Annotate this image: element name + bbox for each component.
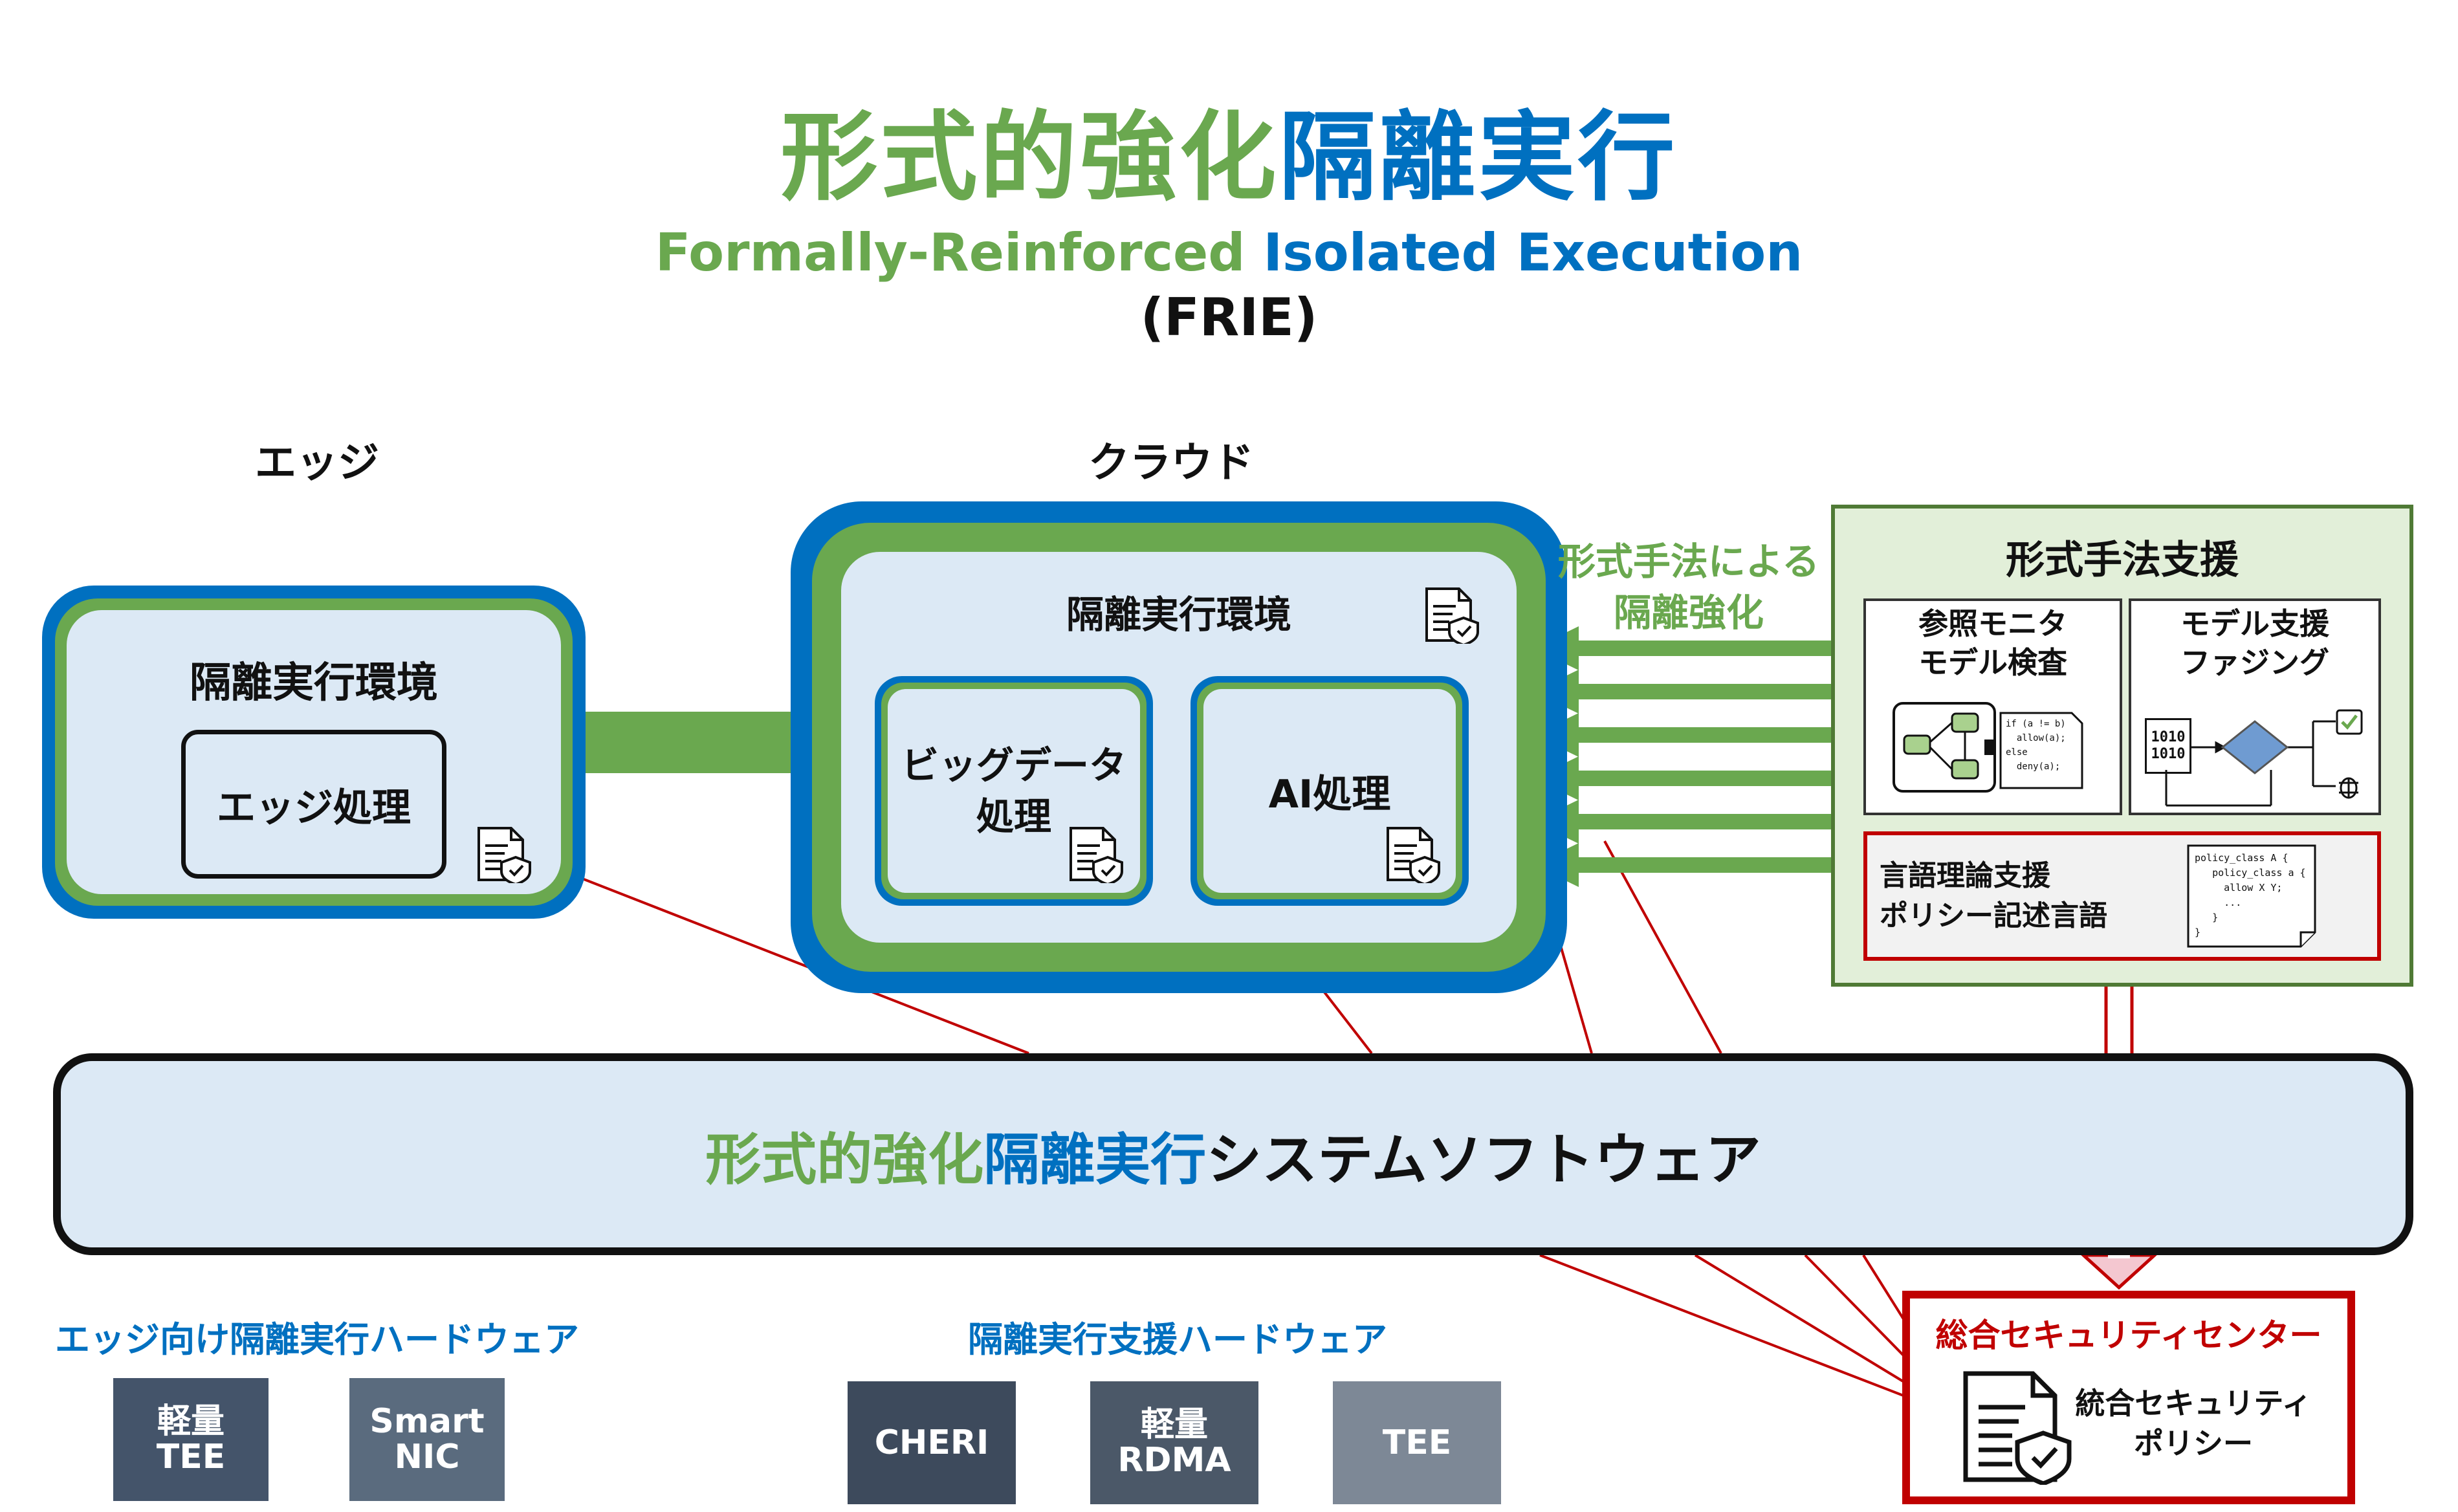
hw-light-rdma: 軽量 RDMA xyxy=(1090,1381,1258,1504)
edge-process-box: エッジ処理 xyxy=(181,730,446,879)
system-software-blue: 隔離実行 xyxy=(983,1127,1207,1192)
code-doc-icon xyxy=(2187,844,2316,948)
policy-doc-icon xyxy=(1387,827,1440,883)
hw-light-tee: 軽量 TEE xyxy=(113,1378,269,1501)
ref-monitor-code-card: if (a != b) allow(a); else deny(a); xyxy=(1999,712,2083,789)
ref-monitor-label: 参照モニタ モデル検査 xyxy=(1918,606,2067,680)
green-arrow xyxy=(1533,713,1831,757)
fuzzing-box xyxy=(2129,598,2381,815)
language-support-label: 言語理論支援 ポリシー記述言語 xyxy=(1880,859,2107,932)
fuzzer-diamond xyxy=(2221,720,2289,774)
red-line xyxy=(1603,840,1722,1054)
fuzz-input-bits: 1010 1010 xyxy=(2145,718,2191,774)
edge-cloud-link xyxy=(569,712,815,773)
system-software-bar: 形式的強化隔離実行システムソフトウェア xyxy=(53,1053,2413,1255)
edge-hardware-label: エッジ向け隔離実行ハードウェア xyxy=(55,1319,579,1360)
edge-heading: エッジ xyxy=(255,439,379,487)
system-software-black: システムソフトウェア xyxy=(1206,1127,1761,1192)
cloud-env-label: 隔離実行環境 xyxy=(1066,593,1291,637)
cloud-heading: クラウド xyxy=(1088,439,1254,487)
policy-code: policy_class A { policy_class a { allow … xyxy=(2195,852,2306,938)
support-hardware-label: 隔離実行支援ハードウェア xyxy=(968,1319,1387,1360)
hw-smart-nic: Smart NIC xyxy=(349,1378,505,1501)
red-line xyxy=(510,849,1029,1055)
policy-code-card: policy_class A { policy_class a { allow … xyxy=(2187,844,2316,948)
green-arrow xyxy=(1533,670,1831,714)
fuzzing-flow-icon xyxy=(2165,709,2363,807)
formal-support-title: 形式手法支援 xyxy=(2006,537,2239,583)
code-doc-icon xyxy=(1999,712,2083,789)
acronym: (FRIE) xyxy=(1140,287,1318,347)
title-blue: 隔離実行 xyxy=(1278,101,1678,214)
subtitle-green: Formally-Reinforced xyxy=(655,222,1245,283)
page-title: 形式的強化隔離実行 xyxy=(0,84,2458,214)
ref-monitor-code: if (a != b) allow(a); else deny(a); xyxy=(2006,719,2066,772)
policy-doc-icon xyxy=(1963,1371,2072,1485)
green-arrow xyxy=(1533,800,1831,844)
bug-icon xyxy=(2339,777,2358,799)
green-arrow xyxy=(1533,756,1831,800)
edge-env-label: 隔離実行環境 xyxy=(190,659,438,707)
system-software-green: 形式的強化 xyxy=(705,1127,984,1192)
state-machine-icon xyxy=(1893,702,1996,793)
security-center-title: 総合セキュリティセンター xyxy=(1935,1317,2322,1354)
policy-doc-icon xyxy=(477,827,531,883)
title-green: 形式的強化 xyxy=(780,101,1279,214)
green-arrow xyxy=(1533,843,1831,887)
policy-doc-icon xyxy=(1070,827,1123,883)
page-subtitle: Formally-Reinforced Isolated Execution xyxy=(0,220,2458,285)
reinforce-label: 形式手法による 隔離強化 xyxy=(1557,540,1820,635)
hw-tee: TEE xyxy=(1333,1381,1501,1504)
fuzzing-label: モデル支援 ファジング xyxy=(2180,606,2329,680)
subtitle-blue: Isolated Execution xyxy=(1263,222,1803,283)
red-line xyxy=(1539,1254,1968,1421)
green-arrows xyxy=(1533,626,1831,887)
security-policy-label: 統合セキュリティ ポリシー xyxy=(2075,1385,2312,1461)
policy-doc-icon xyxy=(1425,587,1479,644)
hw-cheri: CHERI xyxy=(848,1381,1016,1504)
